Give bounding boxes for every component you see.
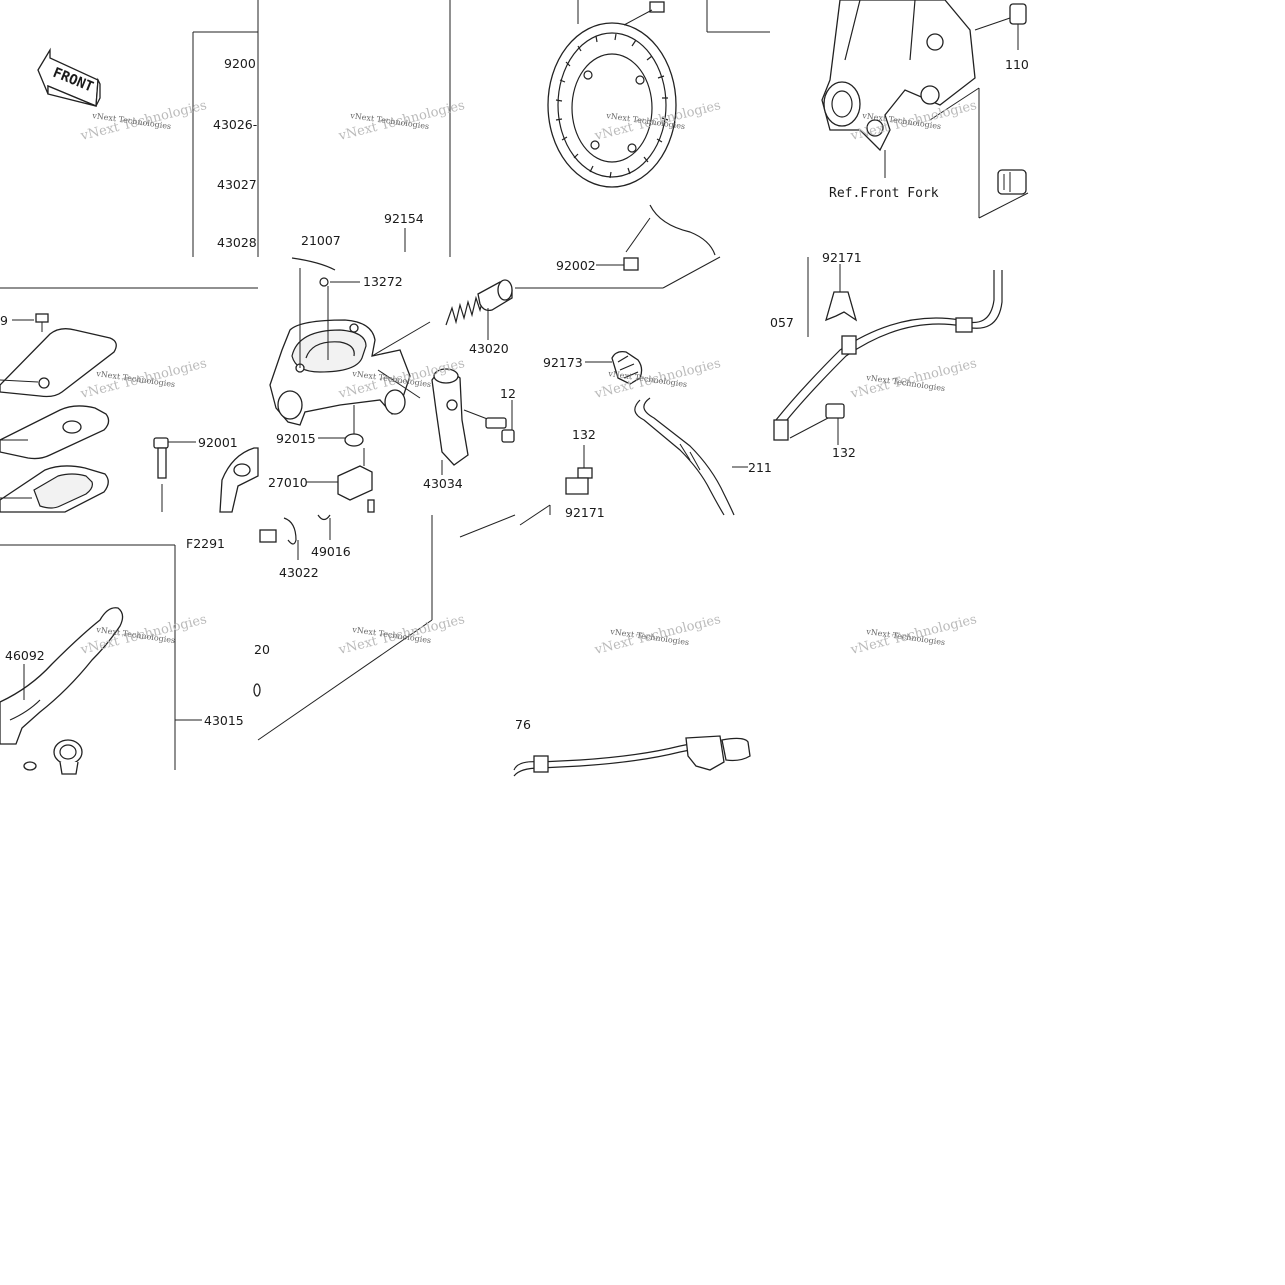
master-cylinder	[269, 257, 431, 426]
label-27010: 27010	[268, 475, 308, 490]
label-057: 057	[770, 315, 794, 330]
clip-13272	[319, 277, 360, 287]
label-43022: 43022	[279, 565, 319, 580]
bolt-top-ring	[623, 1, 665, 26]
pivot-collar	[23, 739, 83, 775]
boot-49016	[317, 514, 331, 540]
label-43020: 43020	[469, 341, 509, 356]
label-92001: 92001	[198, 435, 238, 450]
label-43028: 43028	[217, 235, 257, 250]
label-132-mid: 132	[572, 427, 596, 442]
ref-front-fork: Ref.Front Fork	[829, 186, 939, 201]
brake-line-right	[773, 270, 1003, 441]
diaphragm-plate	[0, 405, 110, 460]
brake-lever-46092	[0, 607, 124, 745]
label-92171-top: 92171	[822, 250, 862, 265]
label-43034: 43034	[423, 476, 463, 491]
pivot-bolt-92001	[153, 437, 196, 512]
front-fork-bracket	[821, 0, 976, 178]
reservoir-cap	[0, 328, 117, 398]
label-92154: 92154	[384, 211, 424, 226]
bolt-132-mid	[565, 445, 593, 495]
abs-rotor-ring	[547, 0, 677, 188]
label-110: 110	[1005, 57, 1029, 72]
label-13272: 13272	[363, 274, 403, 289]
brake-switch-27010	[306, 448, 375, 513]
label-F2291: F2291	[186, 536, 225, 551]
label-92171-low: 92171	[565, 505, 605, 520]
label-21007: 21007	[301, 233, 341, 248]
clamp-92173	[585, 350, 643, 385]
watermarks: vNext Technologies vNext Technologies vN…	[78, 98, 978, 658]
label-49016: 49016	[311, 544, 351, 559]
label-43026: 43026-	[213, 117, 257, 132]
label-46092: 46092	[5, 648, 45, 663]
bolt-92002	[596, 204, 716, 271]
label-43027: 43027	[217, 177, 257, 192]
bolt-110	[974, 3, 1027, 50]
diaphragm-rubber	[0, 465, 109, 513]
clip-92171-top	[825, 264, 858, 322]
sensor-plug-right	[997, 169, 1027, 195]
label-12: 12	[500, 386, 516, 401]
small-ring-20	[253, 683, 261, 697]
label-92173: 92173	[543, 355, 583, 370]
label-132-right: 132	[832, 445, 856, 460]
label-211: 211	[748, 460, 772, 475]
reservoir-screw	[12, 313, 49, 332]
holder-43034	[431, 368, 469, 475]
pin-43022	[259, 517, 299, 560]
bolt-132-right	[789, 403, 845, 445]
label-92002: 92002	[556, 258, 596, 273]
frame-lines	[0, 0, 1029, 770]
label-9-left: 9	[0, 313, 8, 328]
brake-hose-211	[634, 397, 748, 516]
part-labels: 9200 43026- 43027 43028 92154 21007 1327…	[0, 56, 1029, 732]
front-direction-sign: FRONT	[37, 47, 101, 107]
wheel-sensor-cable	[513, 735, 751, 777]
lever-bracket	[219, 447, 259, 513]
clamp-bolt	[463, 400, 515, 443]
label-20: 20	[254, 642, 270, 657]
label-9200: 9200	[224, 56, 256, 71]
label-92015: 92015	[276, 431, 316, 446]
label-76: 76	[515, 717, 531, 732]
washer-92015	[318, 405, 364, 447]
label-43015: 43015	[204, 713, 244, 728]
piston-spring	[445, 279, 513, 340]
